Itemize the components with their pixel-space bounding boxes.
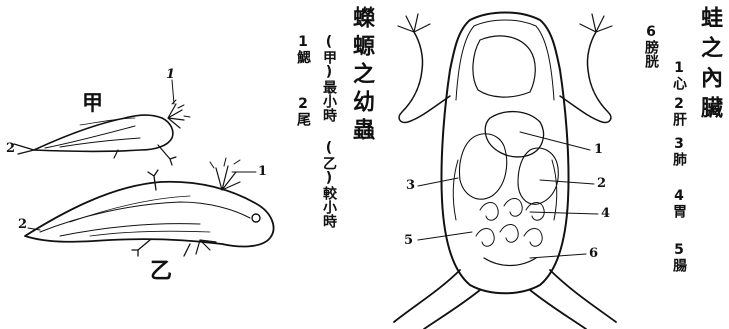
marker-jia-1: 1 bbox=[166, 68, 175, 81]
frog-legend-liver: 2肝 bbox=[672, 96, 686, 126]
caption-jia: (甲)最小時 bbox=[322, 34, 336, 122]
caption-yi: (乙)較小時 bbox=[322, 140, 336, 228]
frog-marker-4: 4 bbox=[601, 207, 610, 220]
frog-legend-heart: 1心 bbox=[672, 60, 686, 90]
frog-marker-2: 2 bbox=[597, 177, 606, 190]
frog-marker-5: 5 bbox=[404, 234, 413, 247]
frog-marker-6: 6 bbox=[589, 247, 598, 260]
marker-yi-2: 2 bbox=[18, 218, 27, 231]
larva-yi-drawing bbox=[25, 158, 274, 256]
marker-jia-2: 2 bbox=[6, 142, 15, 155]
frog-title: 蛙之內臟 bbox=[698, 6, 720, 126]
frog-legend-lung: 3肺 bbox=[672, 136, 686, 166]
figure-label-yi: 乙 bbox=[150, 260, 172, 282]
larvae-title: 蠑螈之幼蟲 bbox=[350, 6, 372, 146]
frog-legend-intestine: 5腸 bbox=[672, 242, 686, 272]
frog-marker-1: 1 bbox=[594, 143, 603, 156]
frog-legend-bladder: 6膀胱 bbox=[644, 24, 658, 68]
figure-label-jia: 甲 bbox=[82, 92, 103, 113]
frog-legend-stomach: 4胃 bbox=[672, 188, 686, 218]
legend-gill: 1鰓 bbox=[296, 34, 310, 64]
legend-tail: 2尾 bbox=[296, 96, 310, 126]
frog-marker-3: 3 bbox=[406, 179, 415, 192]
frog-internal-organs-illustration bbox=[380, 0, 630, 329]
marker-yi-1: 1 bbox=[258, 165, 267, 178]
